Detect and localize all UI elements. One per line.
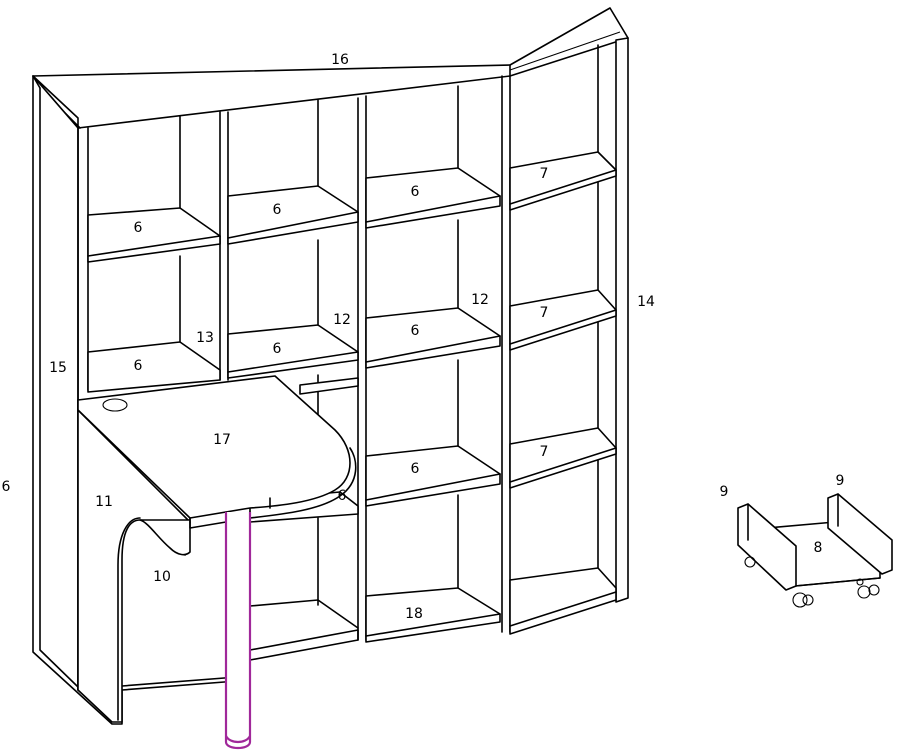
top-panel [32,7,629,129]
part-label-desk-support: 11 [95,494,113,510]
part-label-cpu-side-left: 9 [719,484,729,500]
part-label-shelf-r2c1: 6 [133,358,143,374]
part-label-shelf-r1c2: 6 [272,202,282,218]
part-label-desk-top: 17 [213,432,231,448]
part-label-shelf-r1c3: 6 [410,184,420,200]
shelves-row-1 [87,151,617,263]
part-label-shelf-r3c3: 6 [410,461,420,477]
cpu-stand [737,493,893,608]
part-label-shelf-r1c1: 6 [133,220,143,236]
part-label-shelf-r2c2: 6 [272,341,282,357]
desk-support [77,399,191,723]
part-label-left-outer-side: 6 [1,479,11,495]
part-label-corner-shelf-3: 7 [539,444,549,460]
part-label-corner-shelf-1: 7 [539,166,549,182]
part-label-corner-shelf-2: 7 [539,305,549,321]
part-label-divider-12-left: 12 [333,312,351,328]
part-label-top-panel: 16 [331,52,349,68]
part-label-desk-bracket: 10 [153,569,171,585]
part-label-bottom-shelf: 18 [405,606,423,622]
part-label-cpu-base: 8 [813,540,823,556]
desk-leg [224,512,252,750]
shelves-row-2 [87,289,617,393]
part-label-right-side: 14 [637,294,655,310]
part-label-left-inner-side: 15 [49,360,67,376]
bottom-section [121,511,617,691]
part-label-shelf-r2c3: 6 [410,323,420,339]
part-label-divider-13: 13 [196,330,214,346]
shelves-row-3 [249,377,617,523]
part-label-cpu-side-right: 9 [835,473,845,489]
part-label-shelf-small: 6 [337,488,347,504]
part-label-divider-12-right: 12 [471,292,489,308]
desk-top [77,375,357,529]
